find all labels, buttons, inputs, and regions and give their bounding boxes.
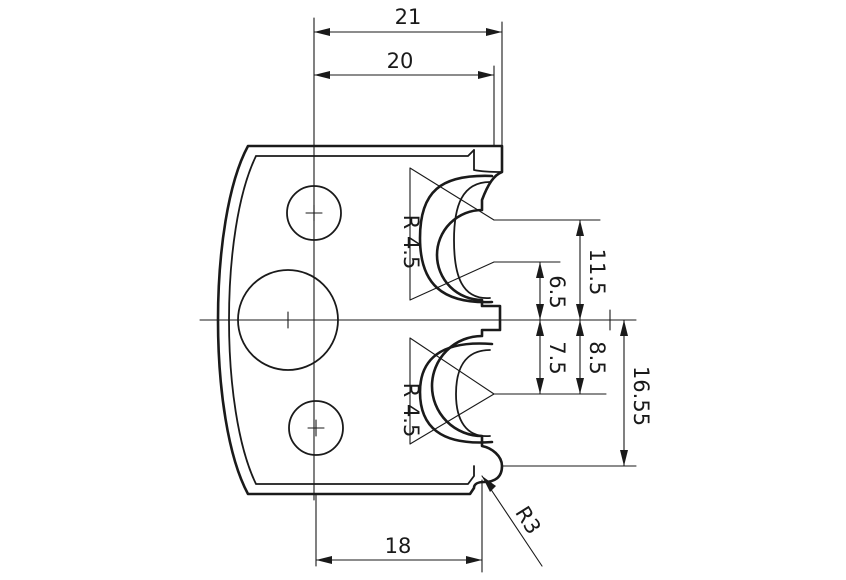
label-18: 18 xyxy=(385,534,412,558)
label-upper-radius: R 4.5 xyxy=(399,215,423,270)
arrow-6-5-top xyxy=(536,262,544,278)
outer-profile xyxy=(216,144,504,496)
leader-r3 xyxy=(481,475,543,567)
upper-profile xyxy=(409,167,495,304)
upper-profile-inner-arc xyxy=(453,181,491,299)
arrow-16-55-bottom xyxy=(620,450,628,466)
arrow-11-5-bottom xyxy=(576,304,584,320)
inner-offset-line xyxy=(228,149,475,485)
center-lines xyxy=(199,17,637,501)
dimension-labels: 21 20 18 R 4.5 R 4.5 R3 11.5 6.5 7.5 8.5… xyxy=(385,5,653,558)
arrow-18-right xyxy=(466,556,482,564)
label-16-55: 16.55 xyxy=(629,366,653,426)
upper-profile-outer-arc xyxy=(418,174,494,304)
top-relief-notch xyxy=(473,149,503,173)
arrow-11-5-top xyxy=(576,220,584,236)
label-21: 21 xyxy=(395,5,422,29)
label-20: 20 xyxy=(387,49,414,73)
label-lower-radius: R 4.5 xyxy=(399,383,423,438)
arrow-r3 xyxy=(482,476,496,492)
label-7-5: 7.5 xyxy=(545,341,569,374)
arrow-20-right xyxy=(478,71,494,79)
upper-profile-tangent-lines xyxy=(409,167,495,301)
arrow-16-55-top xyxy=(620,320,628,336)
label-6-5: 6.5 xyxy=(545,275,569,308)
lower-profile-tangent-lines xyxy=(409,337,495,445)
label-11-5: 11.5 xyxy=(585,249,609,296)
label-8-5: 8.5 xyxy=(585,341,609,374)
arrow-21-left xyxy=(314,28,330,36)
lower-profile-outer-arc xyxy=(418,342,494,444)
arrow-8-5-top xyxy=(576,320,584,336)
dimension-lines xyxy=(313,21,637,573)
arrow-7-5-bottom xyxy=(536,378,544,394)
arrow-21-right xyxy=(486,28,502,36)
lower-profile-inner-arc xyxy=(455,349,491,437)
arrow-18-left xyxy=(316,556,332,564)
arrow-7-5-top xyxy=(536,320,544,336)
arrow-20-left xyxy=(314,71,330,79)
bottom-hole xyxy=(288,400,344,456)
part-outline xyxy=(216,144,504,496)
arrow-8-5-bottom xyxy=(576,378,584,394)
lower-profile xyxy=(409,337,495,445)
label-r3: R3 xyxy=(510,502,545,538)
arrow-6-5-bottom xyxy=(536,304,544,320)
